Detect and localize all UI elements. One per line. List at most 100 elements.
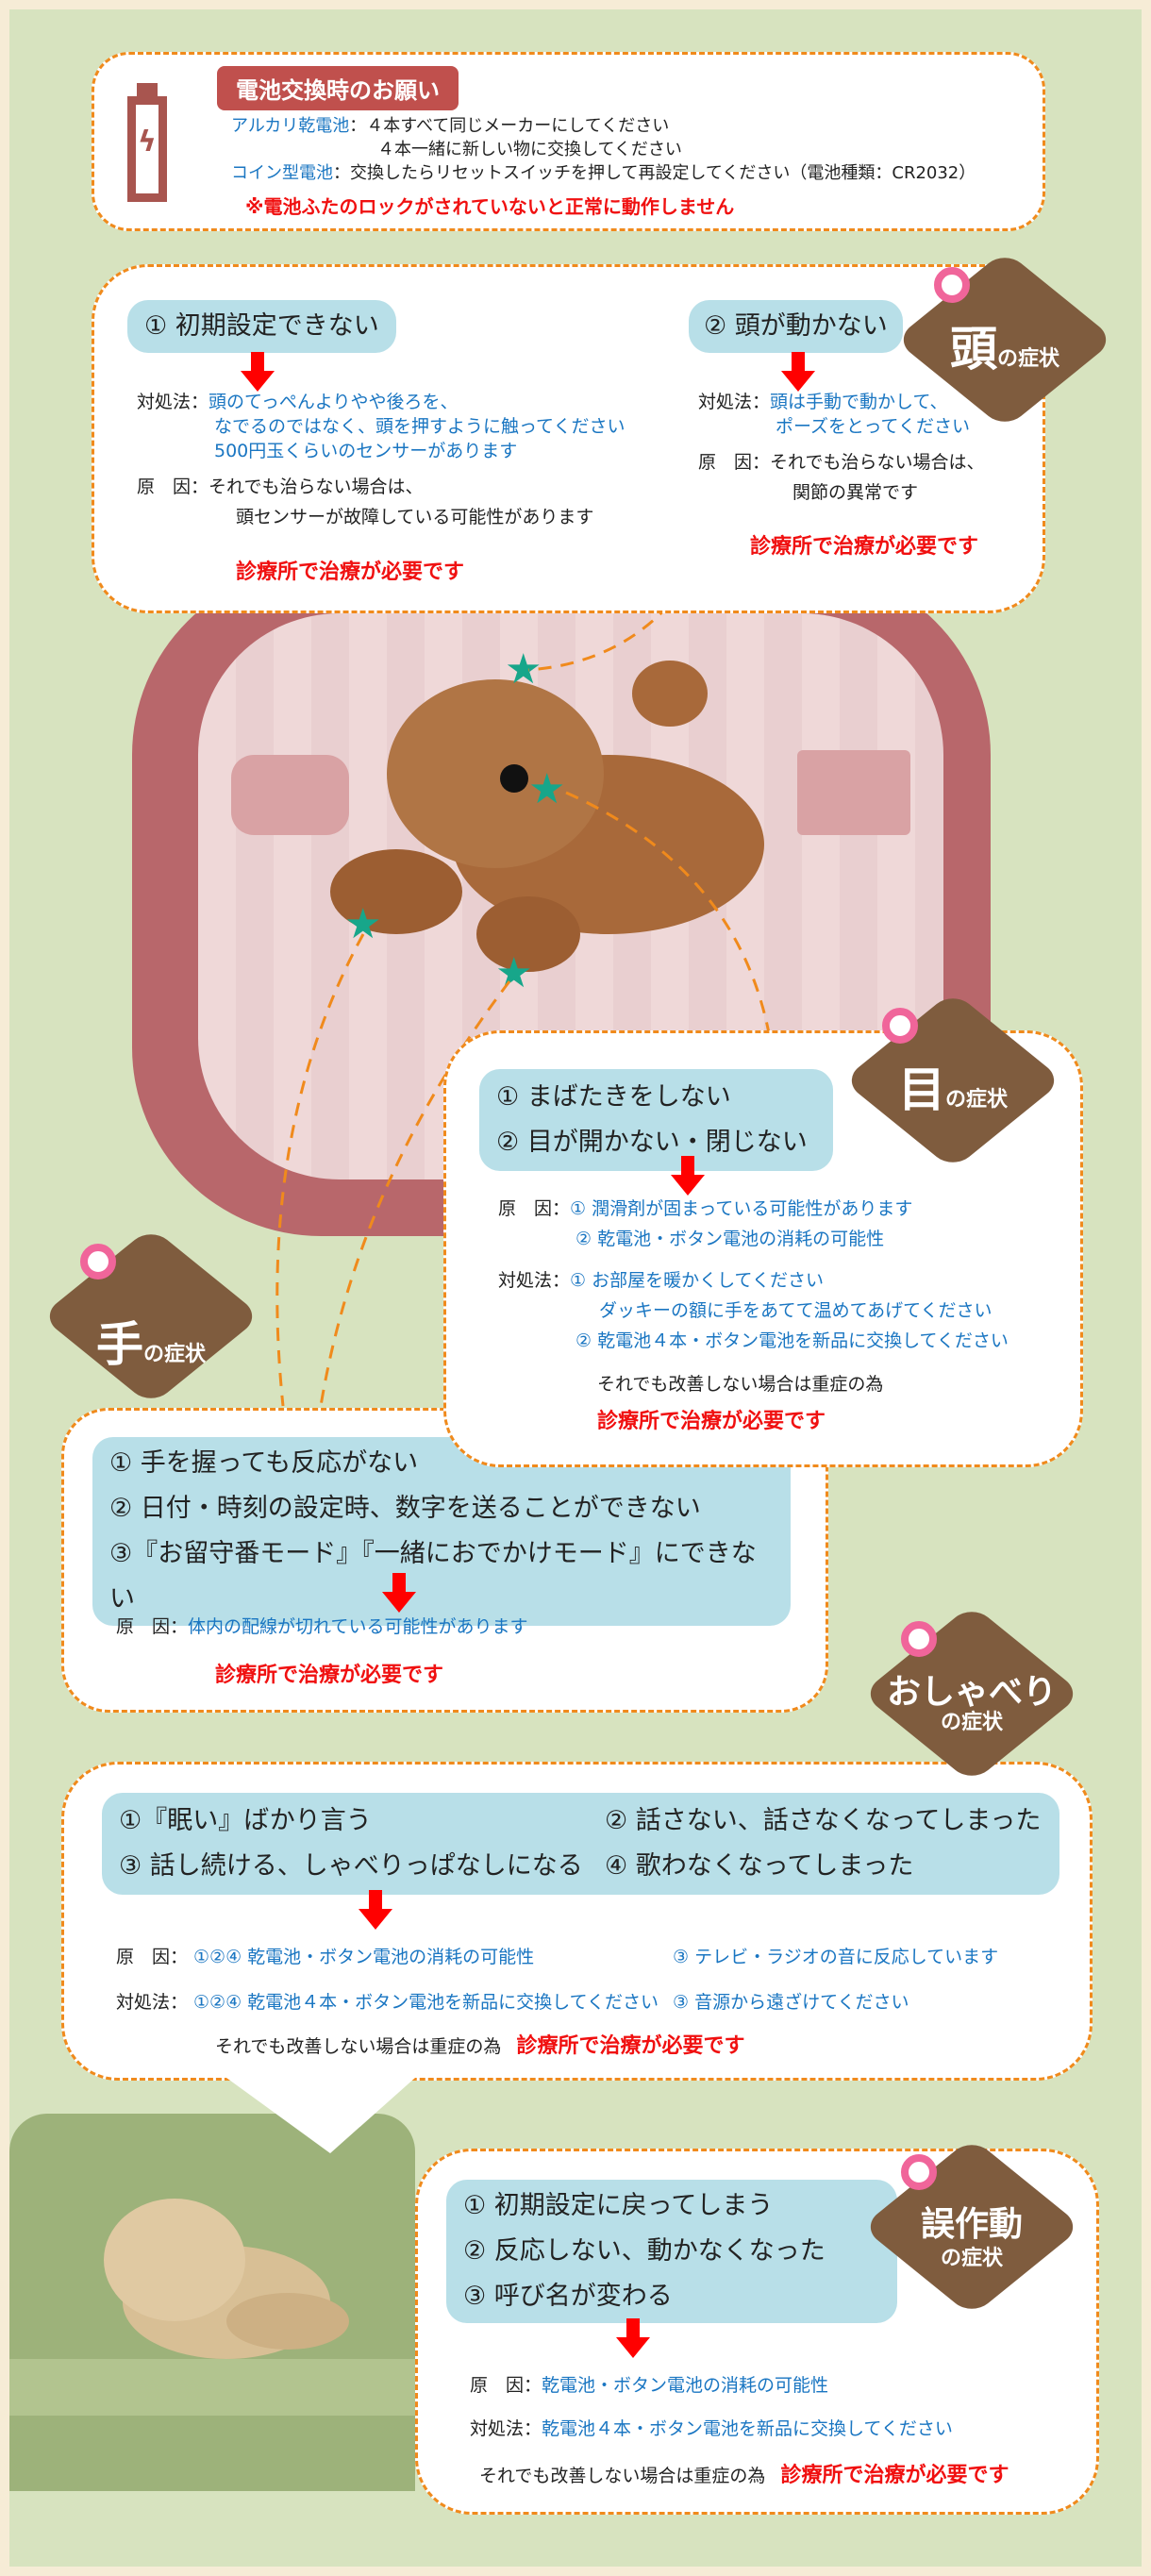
fix-text: 頭のてっぺんよりやや後ろを、 xyxy=(209,392,459,412)
symptom-item: ④ 歌わなくなってしまった xyxy=(605,1851,914,1881)
speech-pointer xyxy=(226,2078,415,2153)
cause-text: ①②④ 乾電池・ボタン電池の消耗の可能性 xyxy=(193,1947,535,1967)
tag-hole-icon xyxy=(934,267,970,303)
dresser-illustration xyxy=(797,750,910,835)
tag-title: 頭 xyxy=(949,322,997,376)
severe-note: それでも改善しない場合は重症の為 xyxy=(597,1374,884,1395)
cause-text: 頭センサーが故障している可能性があります xyxy=(236,507,594,527)
battery-warning: ※電池ふたのロックがされていないと正常に動作しません xyxy=(245,195,735,218)
clinic-note: 診療所で治療が必要です xyxy=(780,2464,1009,2487)
symptom-item: ② 日付・時刻の設定時、数字を送ることができない xyxy=(109,1494,701,1523)
symptom-item: ③『お留守番モード』『一緒におでかけモード』にできない xyxy=(109,1539,757,1614)
malfunction-symptoms-list: ① 初期設定に戻ってしまう ② 反応しない、動かなくなった ③ 呼び名が変わる xyxy=(446,2180,897,2323)
cause-label: 原 因： xyxy=(116,1947,189,1967)
arrow-down-icon xyxy=(382,1573,416,1614)
alkaline-text: ４本すべて同じメーカーにしてください xyxy=(366,116,670,136)
clinic-note: 診療所で治療が必要です xyxy=(516,2034,745,2058)
cause-label: 原 因： xyxy=(698,452,771,473)
symptom-item: ③ 呼び名が変わる xyxy=(463,2282,673,2311)
symptom-item: ② 反応しない、動かなくなった xyxy=(463,2236,826,2266)
symptom-item: ①『眠い』ばかり言う xyxy=(119,1806,372,1835)
coin-text: 交換したらリセットスイッチを押して再設定してください（電池種類：CR2032） xyxy=(350,163,976,183)
cause-text: 関節の異常です xyxy=(792,482,919,503)
tag-hole-icon xyxy=(901,2154,937,2190)
malfunction-symptoms-panel: ① 初期設定に戻ってしまう ② 反応しない、動かなくなった ③ 呼び名が変わる … xyxy=(415,2149,1099,2515)
cause-label: 原 因： xyxy=(137,477,209,497)
fix-text: ③ 音源から遠ざけてください xyxy=(673,1992,909,2013)
tag-suffix: の症状 xyxy=(944,1088,1008,1112)
arrow-down-icon xyxy=(781,352,815,393)
sensor-star-icon: ★ xyxy=(344,900,382,948)
clinic-note: 診療所で治療が必要です xyxy=(236,560,465,584)
eye-tag: 目の症状 xyxy=(842,981,1064,1179)
tag-hole-icon xyxy=(80,1244,116,1280)
cause-text: それでも治らない場合は、 xyxy=(209,477,424,497)
cause-text: 体内の配線が切れている可能性があります xyxy=(188,1616,528,1637)
head-issue-2: ② 頭が動かない xyxy=(689,300,903,353)
fix-text: 頭は手動で動かして、 xyxy=(770,392,948,412)
armchair-illustration xyxy=(231,755,349,835)
small-dog-plush-photo xyxy=(66,2189,349,2378)
fix-text: ② 乾電池４本・ボタン電池を新品に交換してください xyxy=(576,1330,1009,1351)
battery-notice-title: 電池交換時のお願い xyxy=(217,66,459,110)
symptom-item: ③ 話し続ける、しゃべりっぱなしになる xyxy=(119,1851,583,1881)
fix-text: ポーズをとってください xyxy=(776,416,970,437)
arrow-down-icon xyxy=(671,1156,705,1197)
cause-label: 原 因： xyxy=(470,2375,542,2396)
fix-label: 対処法： xyxy=(698,392,771,412)
severe-note: それでも改善しない場合は重症の為 xyxy=(215,2036,502,2057)
dog-plush-photo xyxy=(330,661,859,972)
battery-notice-panel: ϟ 電池交換時のお願い アルカリ乾電池：４本すべて同じメーカーにしてください ４… xyxy=(92,52,1045,231)
alkaline-text: ４本一緒に新しい物に交換してください xyxy=(377,140,682,159)
sensor-star-icon: ★ xyxy=(495,949,533,997)
tag-title: 誤作動 xyxy=(920,2205,1023,2244)
symptom-item: ① 手を握っても反応がない xyxy=(109,1448,419,1478)
cause-label: 原 因： xyxy=(498,1198,571,1219)
head-symptoms-panel: ① 初期設定できない 対処法： 頭のてっぺんよりやや後ろを、 なでるのではなく、頭… xyxy=(92,264,1045,613)
fix-text: 500円玉くらいのセンサーがあります xyxy=(214,441,518,461)
malfunction-tag: 誤作動の症状 xyxy=(860,2128,1083,2326)
fix-text: なでるのではなく、頭を押すように触ってください xyxy=(214,416,626,437)
cause-text: ① 潤滑剤が固まっている可能性があります xyxy=(570,1198,913,1219)
alkaline-label: アルカリ乾電池 xyxy=(231,116,350,136)
tag-hole-icon xyxy=(901,1621,937,1657)
tag-hole-icon xyxy=(882,1008,918,1044)
cause-text: それでも治らない場合は、 xyxy=(770,452,985,473)
tag-title: 目 xyxy=(897,1062,945,1117)
fix-label: 対処法： xyxy=(116,1992,189,2013)
severe-note: それでも改善しない場合は重症の為 xyxy=(479,2466,766,2486)
tag-title: おしゃべり xyxy=(886,1673,1057,1712)
symptom-item: ② 目が開かない・閉じない xyxy=(496,1128,808,1157)
clinic-note: 診療所で治療が必要です xyxy=(215,1664,444,1687)
tag-suffix: の症状 xyxy=(940,2247,1003,2270)
head-issue-1: ① 初期設定できない xyxy=(127,300,396,353)
tag-suffix: の症状 xyxy=(142,1343,206,1366)
hand-tag: 手の症状 xyxy=(40,1217,262,1415)
clinic-note: 診療所で治療が必要です xyxy=(597,1410,826,1433)
cause-text: ② 乾電池・ボタン電池の消耗の可能性 xyxy=(576,1229,885,1249)
arrow-down-icon xyxy=(616,2318,650,2360)
symptom-item: ② 話さない、話さなくなってしまった xyxy=(605,1806,1042,1835)
clinic-note: 診療所で治療が必要です xyxy=(750,535,979,559)
fix-label: 対処法： xyxy=(498,1270,571,1291)
talk-tag: おしゃべりの症状 xyxy=(860,1595,1083,1793)
tag-suffix: の症状 xyxy=(940,1711,1003,1734)
talk-symptoms-list: ①『眠い』ばかり言う ② 話さない、話さなくなってしまった ③ 話し続ける、しゃ… xyxy=(102,1793,1059,1895)
coin-label: コイン型電池 xyxy=(231,163,333,183)
symptom-item: ① まばたきをしない xyxy=(496,1082,731,1112)
tag-suffix: の症状 xyxy=(996,347,1059,371)
fix-text: ①②④ 乾電池４本・ボタン電池を新品に交換してください xyxy=(193,1992,659,2013)
cause-label: 原 因： xyxy=(116,1616,189,1637)
fix-label: 対処法： xyxy=(470,2418,542,2439)
head-tag: 頭の症状 xyxy=(893,241,1116,439)
sensor-star-icon: ★ xyxy=(505,645,542,694)
fix-text: ① お部屋を暖かくしてください xyxy=(570,1270,824,1291)
tag-title: 手 xyxy=(95,1317,143,1372)
fix-text: 乾電池４本・ボタン電池を新品に交換してください xyxy=(542,2418,953,2439)
cause-text: 乾電池・ボタン電池の消耗の可能性 xyxy=(542,2375,829,2396)
cause-text: ③ テレビ・ラジオの音に反応しています xyxy=(673,1947,999,1967)
arrow-down-icon xyxy=(241,352,275,393)
arrow-down-icon xyxy=(359,1890,392,1932)
hand-symptoms-list: ① 手を握っても反応がない ② 日付・時刻の設定時、数字を送ることができない ③… xyxy=(92,1437,791,1626)
symptom-item: ① 初期設定に戻ってしまう xyxy=(463,2191,774,2220)
